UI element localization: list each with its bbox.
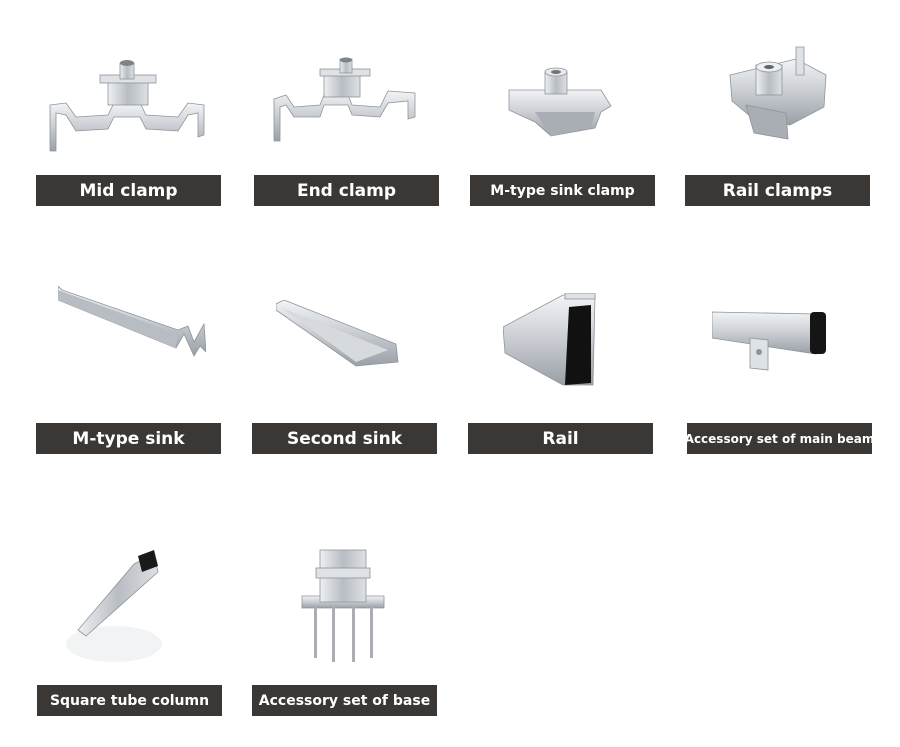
second-sink-image [276, 300, 400, 368]
main-beam-accessory-image [712, 308, 830, 372]
base-accessory-image [298, 546, 388, 662]
rail-clamps-image [726, 45, 830, 143]
product-label: M-type sink clamp [470, 175, 655, 206]
product-label: End clamp [254, 175, 439, 206]
product-label: Square tube column [37, 685, 222, 716]
product-label: Mid clamp [36, 175, 221, 206]
end-clamp-image [272, 55, 417, 143]
product-label: Rail [468, 423, 653, 454]
m-type-sink-image [58, 286, 206, 358]
product-label: Second sink [252, 423, 437, 454]
product-label: Accessory set of base [252, 685, 437, 716]
mid-clamp-image [48, 55, 206, 155]
square-tube-column-image [64, 550, 190, 664]
product-label: M-type sink [36, 423, 221, 454]
rail-image [503, 293, 599, 389]
product-label: Rail clamps [685, 175, 870, 206]
m-type-sink-clamp-image [505, 66, 615, 142]
product-label: Accessory set of main beam [687, 423, 872, 454]
